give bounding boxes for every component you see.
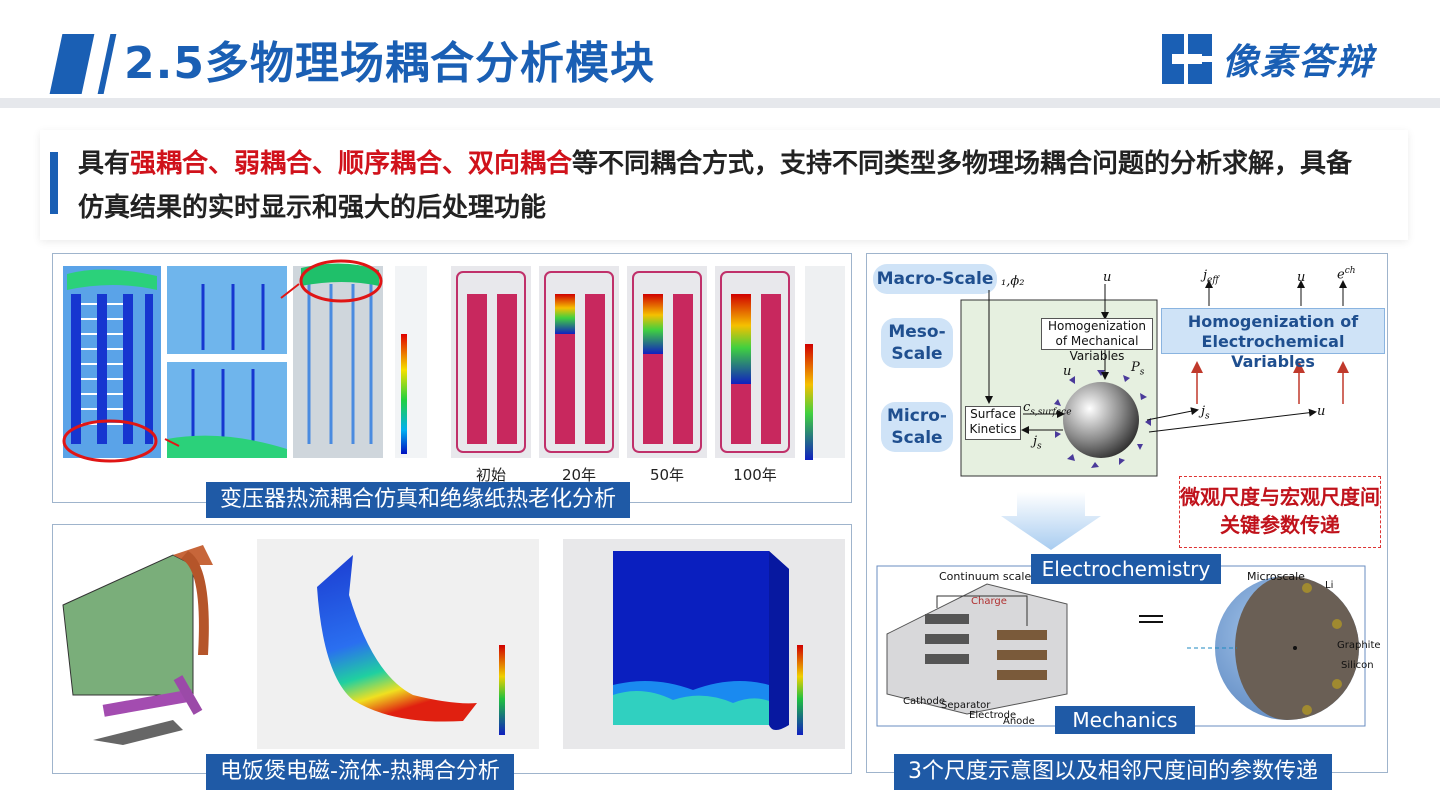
logo-mark-icon	[1162, 34, 1212, 84]
logo-text: 像素答辩	[1222, 42, 1375, 83]
title-accent	[49, 34, 95, 94]
anode-label: Anode	[1003, 716, 1035, 727]
cathode-label: Cathode	[903, 696, 945, 707]
multiscale-panel: Macro-Scale Meso- Scale Micro- Scale	[866, 253, 1388, 773]
year-label-20: 20年	[561, 466, 597, 484]
multiscale-caption: 3个尺度示意图以及相邻尺度间的参数传递	[894, 754, 1332, 790]
electrode-label: Electrode	[969, 710, 1017, 721]
charge-label: Charge	[971, 596, 1007, 607]
title-divider	[0, 98, 1440, 108]
label-phi: ₁,ϕ₂	[1001, 274, 1025, 289]
macro-scale-label: Macro-Scale	[873, 264, 997, 294]
rice-cooker-caption: 电饭煲电磁-流体-热耦合分析	[206, 754, 514, 790]
continuum-scale-label: Continuum scale	[939, 570, 1032, 583]
label-js-left: js	[1033, 434, 1042, 452]
year-label-initial: 初始	[475, 466, 506, 484]
label-ech: ech	[1337, 266, 1356, 283]
label-u-bottom: u	[1317, 404, 1326, 419]
surface-kinetics-box: Surface Kinetics	[965, 406, 1021, 440]
li-label: Li	[1325, 580, 1334, 591]
key-parameter-note: 微观尺度与宏观尺度间关键参数传递	[1179, 476, 1381, 548]
intro-text: 具有强耦合、弱耦合、顺序耦合、双向耦合等不同耦合方式，支持不同类型多物理场耦合问…	[78, 142, 1378, 230]
transformer-caption: 变压器热流耦合仿真和绝缘纸热老化分析	[206, 482, 631, 518]
aging-maps	[451, 266, 795, 458]
mechanics-label: Mechanics	[1055, 706, 1195, 734]
intro-accent-bar	[50, 152, 58, 214]
title-accent-thin	[97, 34, 117, 94]
graphite-label: Graphite	[1337, 640, 1381, 651]
label-u-mid: u	[1063, 364, 1072, 379]
label-ps: Ps	[1131, 360, 1145, 378]
logo: 像素答辩	[1162, 34, 1374, 84]
intro-card	[40, 130, 1408, 240]
transformer-figure	[62, 259, 845, 463]
micro-scale-label: Micro- Scale	[881, 402, 953, 452]
label-u-right: u	[1297, 270, 1306, 285]
homog-mechanical-box: Homogenization of Mechanical Variables	[1041, 318, 1153, 363]
label-jeff: jeff	[1203, 268, 1219, 286]
electrochemistry-label: Electrochemistry	[1031, 554, 1221, 584]
homog-electrochemical-box: Homogenization of Electrochemical Variab…	[1161, 308, 1385, 371]
meso-scale-label: Meso- Scale	[881, 318, 953, 368]
label-js-right: js	[1201, 404, 1210, 422]
rice-cooker-panel	[52, 524, 852, 774]
label-u-top: u	[1103, 270, 1112, 285]
microscale-label: Microscale	[1247, 570, 1305, 583]
intro-suffix: 等不同耦合方式，支持不同类型多物理场耦合问题的分析求解，具备仿真结果的实时显示和…	[78, 149, 1353, 223]
transformer-panel: 初始 20年 50年 100年	[52, 253, 852, 503]
year-label-50: 50年	[649, 466, 685, 484]
multiscale-diagram	[876, 280, 1366, 727]
page-title: 2.5多物理场耦合分析模块	[124, 38, 655, 89]
separator-label: Separator	[941, 700, 991, 711]
title-bar: 2.5多物理场耦合分析模块 像素答辩	[0, 0, 1440, 108]
intro-prefix: 具有	[78, 149, 131, 179]
intro-highlight: 强耦合、弱耦合、顺序耦合、双向耦合	[130, 149, 573, 179]
rice-cooker-figure	[62, 539, 845, 749]
year-label-100: 100年	[733, 466, 777, 484]
silicon-label: Silicon	[1341, 660, 1374, 671]
label-cs-surface: cs,surface	[1023, 400, 1072, 418]
